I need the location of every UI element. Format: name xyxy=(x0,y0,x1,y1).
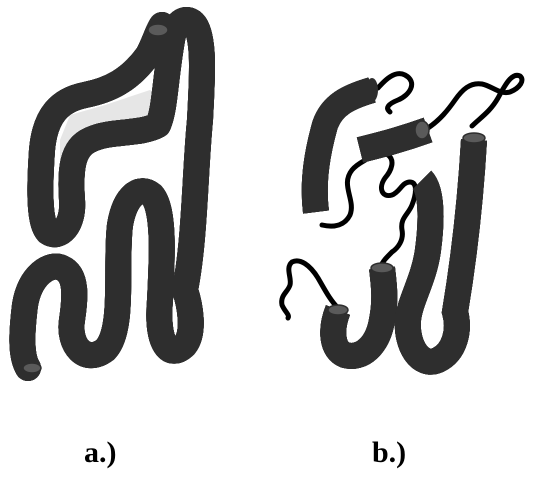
panel-a-tube xyxy=(22,20,202,381)
helix-3-cap-top xyxy=(370,262,394,274)
panel-a-compact-fold xyxy=(22,20,202,381)
panel-a-end-cap-top xyxy=(147,23,169,37)
panel-b-helix-4 xyxy=(408,140,474,362)
helix-1-cap xyxy=(366,78,378,102)
loop-line-3 xyxy=(425,72,525,131)
helix-3-cap-left xyxy=(327,304,349,316)
loop-line-1 xyxy=(375,71,415,115)
panel-b-label: b.) xyxy=(372,436,407,469)
loop-line-4 xyxy=(377,152,418,271)
panel-a-label: a.) xyxy=(84,436,117,469)
panel-a-end-cap-bottom xyxy=(22,362,42,374)
helix-4-cap-top xyxy=(462,132,486,144)
panel-b-helix-3 xyxy=(333,268,384,356)
panel-b-unfolded xyxy=(279,71,525,362)
loop-line-5 xyxy=(279,258,341,321)
panel-b-helix-1 xyxy=(315,90,372,212)
helix-2-cap xyxy=(414,120,430,140)
